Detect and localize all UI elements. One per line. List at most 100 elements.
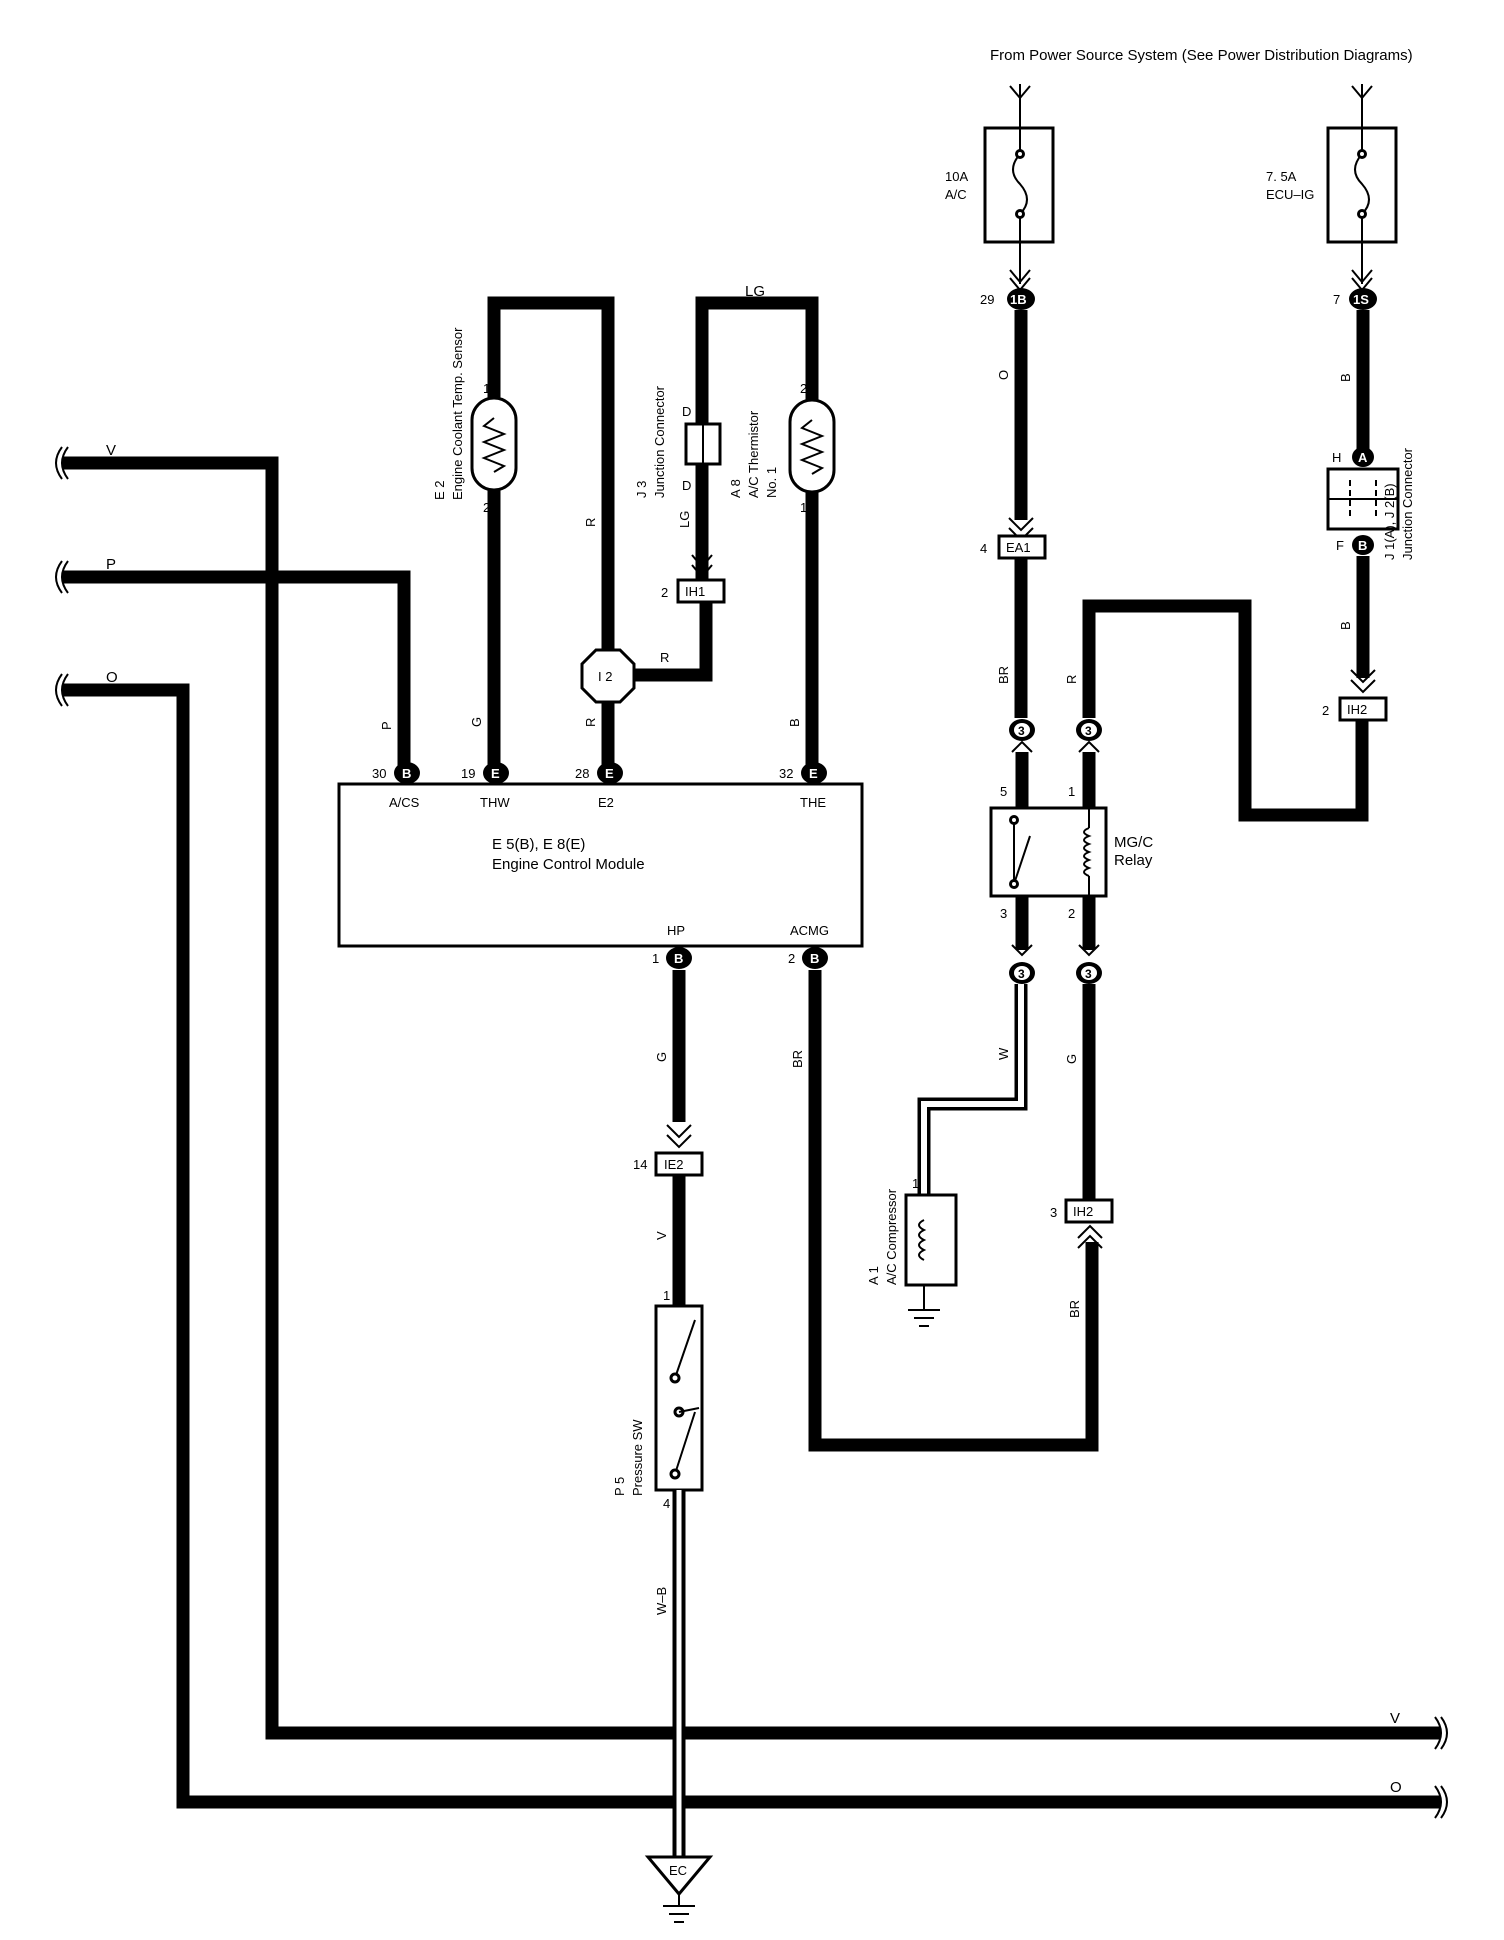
wire-p-label: P [106,556,116,573]
ecm-pin-acs-conn: B [402,766,411,781]
wire-lg-loop [695,296,819,768]
wire-p [55,560,411,768]
fuse-10a-ac [983,126,1055,244]
thermistor-pin-top: 2 [800,381,807,396]
coolant-sensor-pin-top: 1 [483,381,490,396]
connector-ea1-label: EA1 [1006,540,1031,555]
relay-top-wires [1015,752,1096,810]
ac-feed-arrow [1009,84,1031,128]
connector-ie2-num: 14 [633,1157,647,1172]
wire-lg-label-top: LG [745,283,765,300]
connector-ih2-bottom-label: IH2 [1073,1204,1093,1219]
connector-1s-num: 7 [1333,292,1340,307]
relay-pin-3: 3 [1000,906,1007,921]
ecm-pin-thw-conn: E [491,766,500,781]
wire-b-label-ih2: B [1338,621,1353,630]
ecm-pin-e2-term: E2 [598,795,614,810]
fuse-ac-out-arrow [1009,242,1031,292]
wire-v-label-sw: V [654,1231,669,1240]
mgc-relay [989,806,1108,898]
ih2-bottom-arrow [1077,1224,1103,1249]
relay-conn-bottom-left-label: 3 [1018,967,1025,981]
fuse-ac-name: A/C [945,187,967,202]
wire-r-branch [608,580,713,682]
wire-p-label-vert: P [379,721,394,730]
wire-r-label-2: R [583,718,598,727]
connector-ih2-top [1338,696,1388,722]
wire-o-label-ac: O [996,370,1011,380]
ecm-pin-thw-term: THW [480,795,510,810]
fuse-ecu-name: ECU–IG [1266,187,1314,202]
relay-conn-bottom-right [1076,962,1102,984]
relay-top-arrows [1011,740,1100,753]
ecm-pin-thw-num: 19 [461,766,475,781]
relay-name: MG/C [1114,834,1153,851]
j3-name: Junction Connector [652,385,667,498]
ecm-pin-acmg-term: ACMG [790,923,829,938]
wire-o-bus [55,673,1448,1819]
relay-name2: Relay [1114,852,1153,869]
connector-ih2-top-label: IH2 [1347,702,1367,717]
wire-w-label: W [996,1047,1011,1060]
wire-wb-label: W–B [654,1587,669,1615]
thermistor-pin-bottom: 1 [800,500,807,515]
ecm-pin-acs-term: A/CS [389,795,420,810]
relay-conn-bottom-left [1009,962,1035,984]
connector-1b-num: 29 [980,292,994,307]
fuse-ecu-out-arrow [1351,242,1373,292]
j1-conn-bottom: B [1358,538,1367,553]
ecm-pin-acs [394,762,420,784]
relay-conn-top-left [1009,719,1035,741]
ecm-name: Engine Control Module [492,856,645,873]
j1-pin-bottom: F [1336,538,1344,553]
compressor-pin: 1 [912,1176,919,1191]
compressor-name: A/C Compressor [884,1188,899,1285]
fuse-ecu-rating: 7. 5A [1266,169,1297,184]
ie2-arrow [666,1124,692,1149]
ecm-pin-hp-term: HP [667,923,685,938]
wire-b-label-the: B [787,718,802,727]
wire-o-label-right: O [1390,1779,1402,1796]
wire-br-label-ih2: BR [1067,1300,1082,1318]
ecm-pin-the-num: 32 [779,766,793,781]
junction-connector-j1-j2 [1326,447,1400,555]
ecm-pin-the-conn: E [809,766,818,781]
ac-thermistor [788,398,836,494]
relay-pin-5: 5 [1000,784,1007,799]
ground-ec-label: EC [669,1863,687,1878]
relay-pin-1: 1 [1068,784,1075,799]
coolant-sensor-name: Engine Coolant Temp. Sensor [450,327,465,500]
wire-r-label: R [583,518,598,527]
wire-v-label-right: V [1390,1710,1400,1727]
coolant-sensor-code: E 2 [432,480,447,500]
connector-ie2-label: IE2 [664,1157,684,1172]
j3-pin-top: D [682,404,691,419]
relay-conn-top-left-label: 3 [1018,724,1025,738]
wire-v-label: V [106,442,116,459]
relay-conn-top-right-label: 3 [1085,724,1092,738]
wire-r-label-branch: R [660,650,669,665]
ecm-pin-thw [483,762,509,784]
engine-control-module [337,782,864,948]
ecm-pin-acmg [802,947,828,969]
ih1-arrow [691,554,713,579]
ecm-pin-hp [666,947,692,969]
ac-compressor [904,1193,958,1327]
coolant-temp-sensor [470,396,518,492]
ecm-pin-hp-num: 1 [652,951,659,966]
connector-ih2-bottom-num: 3 [1050,1205,1057,1220]
wire-g-label-hp: G [654,1052,669,1062]
wire-coolant-loop [487,296,615,768]
ecm-pin-acmg-num: 2 [788,951,795,966]
thermistor-name2: No. 1 [764,467,779,498]
thermistor-code: A 8 [728,479,743,498]
junction-connector-j3 [684,422,722,466]
wire-lg-label: LG [677,511,692,528]
ground-ec [644,1855,714,1923]
junction-i2-label: I 2 [598,669,612,684]
ecm-pin-e2-num: 28 [575,766,589,781]
wire-br-label-acmg: BR [790,1050,805,1068]
wire-w-compressor [917,984,1028,1198]
connector-ih2-bottom [1064,1198,1114,1224]
